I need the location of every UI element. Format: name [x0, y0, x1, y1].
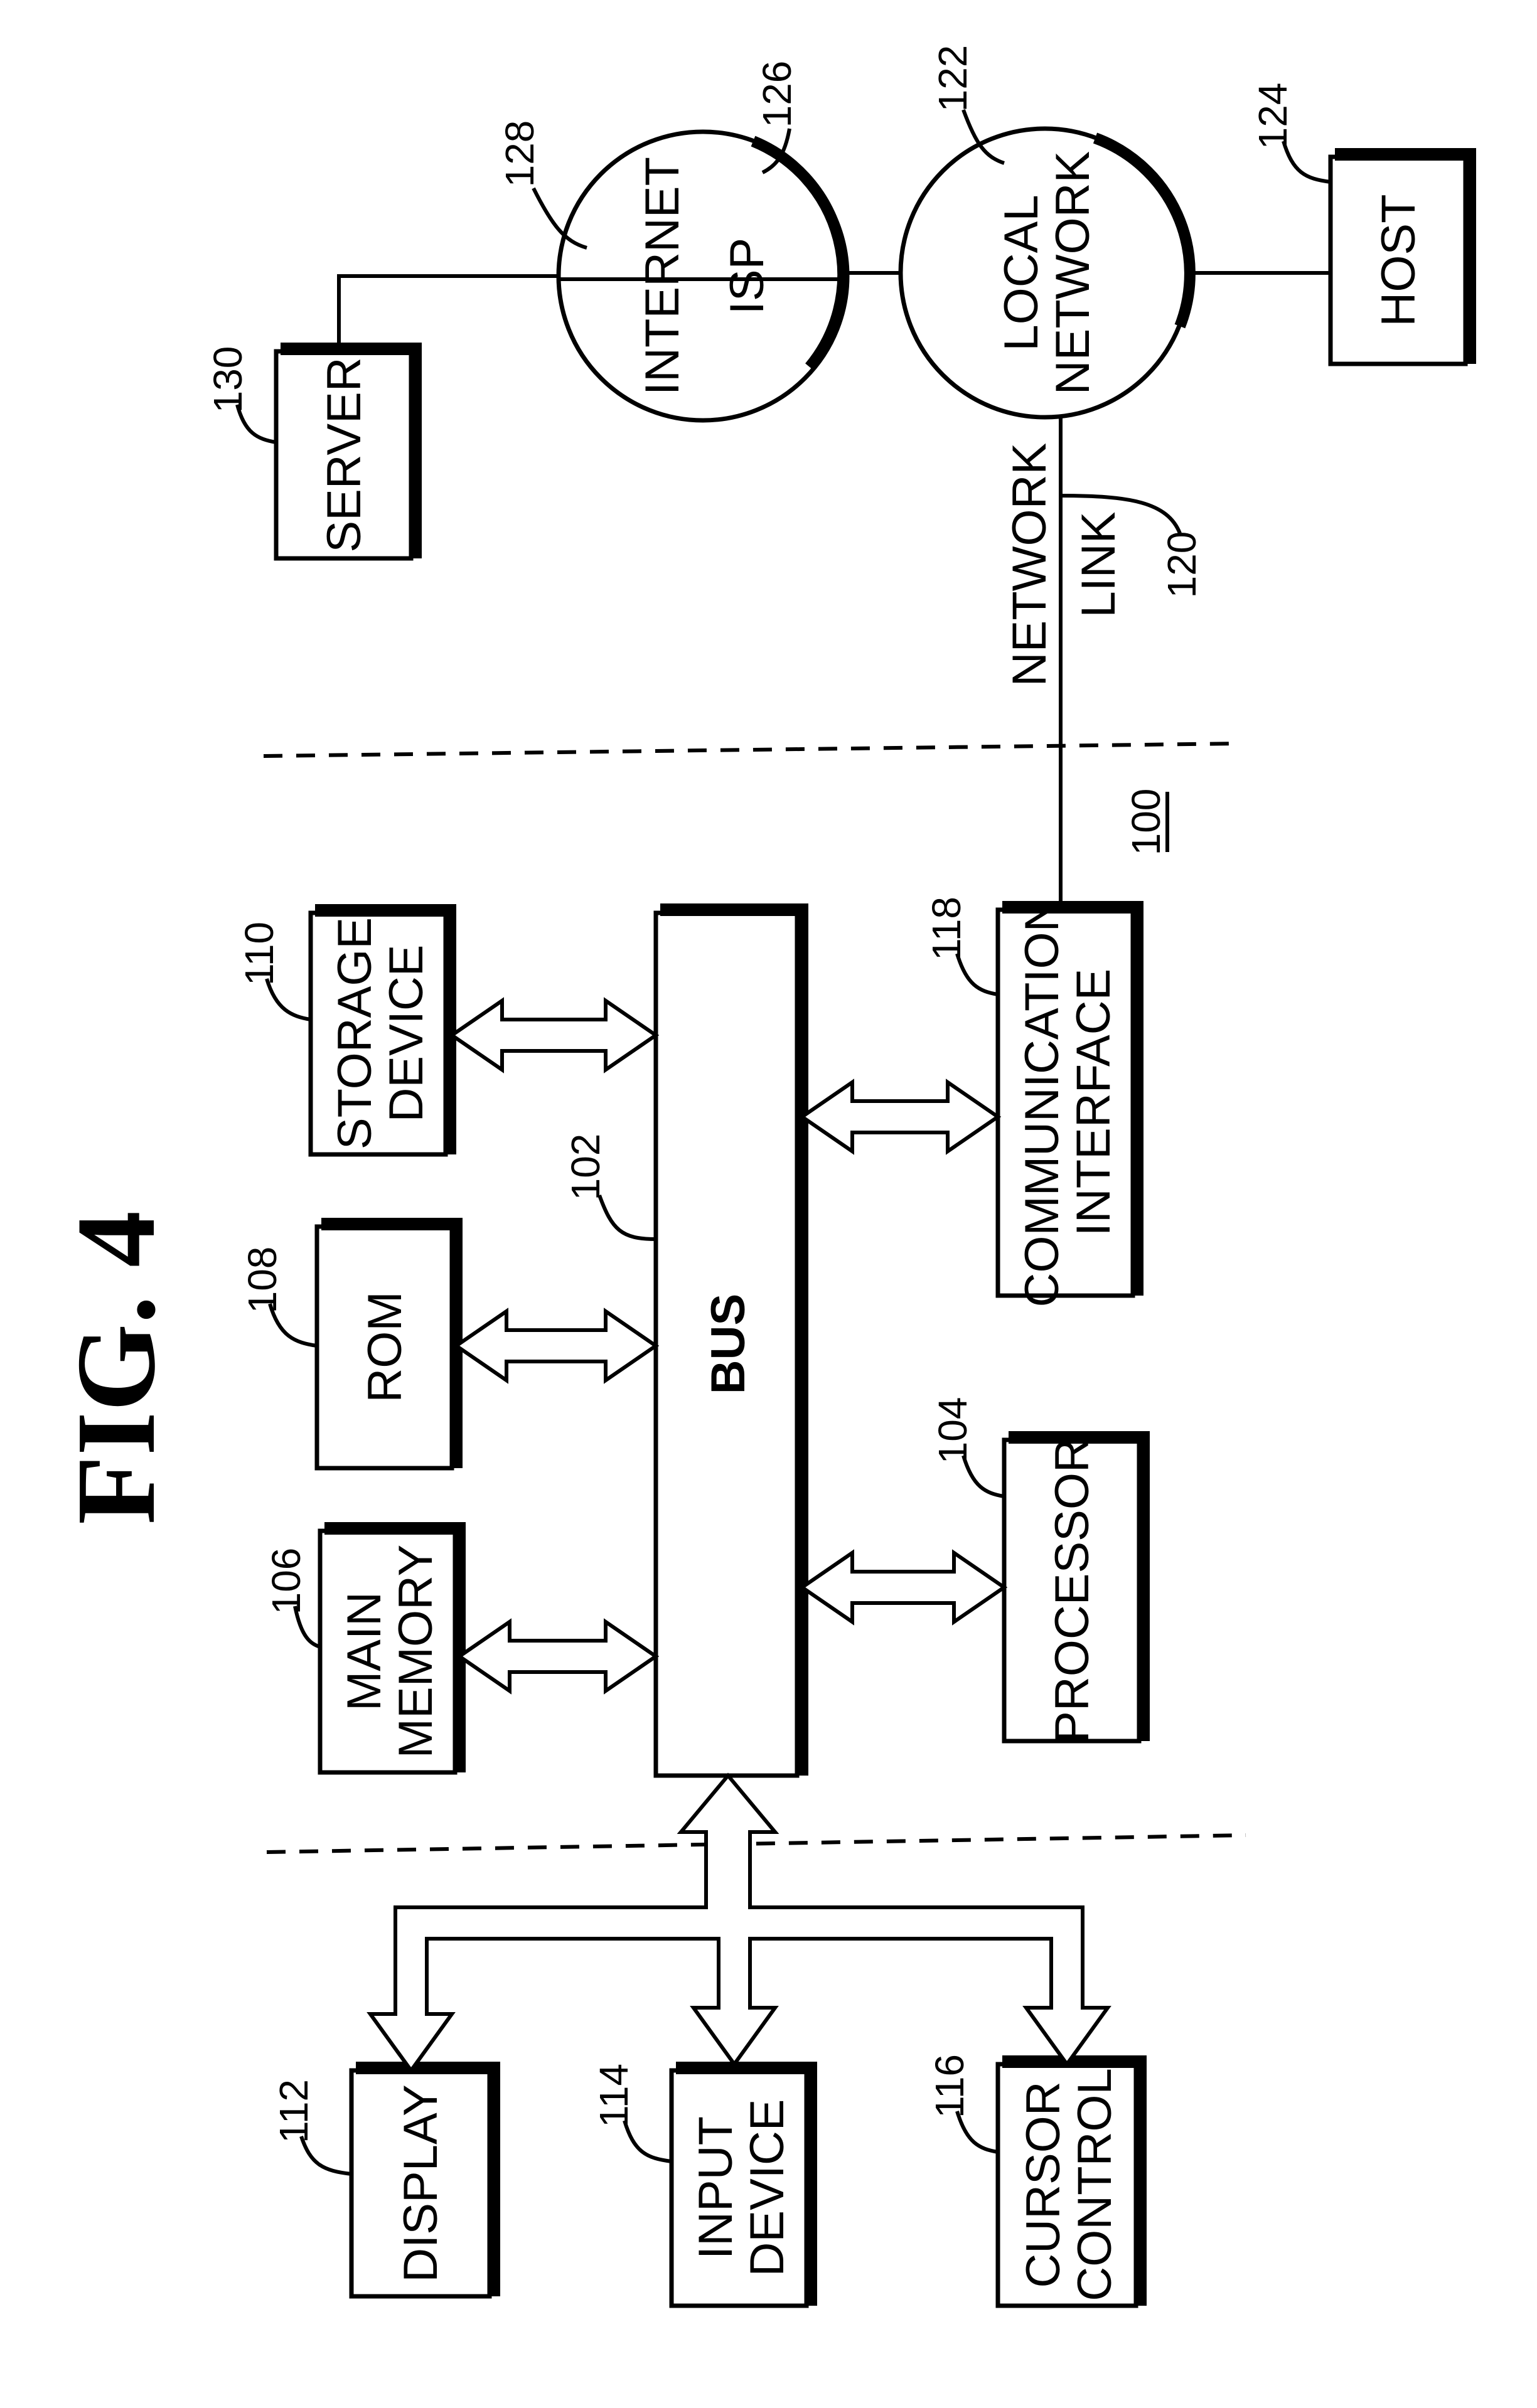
input-device-ref: 114: [591, 2064, 636, 2128]
main-memory-ref: 106: [264, 1548, 309, 1615]
cursor-control-label-2: CONTROL: [1068, 2068, 1122, 2301]
server-internet-link: [339, 276, 559, 351]
host-block: HOST 124: [1250, 83, 1470, 364]
main-memory-bus-arrow: [459, 1622, 656, 1691]
rom-block: ROM 108: [240, 1224, 456, 1468]
system-ref: 100: [1123, 789, 1169, 856]
input-device-block: INPUT DEVICE 114: [591, 2064, 811, 2306]
local-network-ref: 122: [930, 45, 975, 112]
host-label: HOST: [1372, 194, 1425, 326]
communication-interface-label-1: COMMUNICATION: [1015, 898, 1069, 1308]
storage-device-ref: 110: [237, 922, 282, 986]
input-device-label-2: DEVICE: [741, 2099, 794, 2277]
bus-communication-arrow: [802, 1082, 998, 1151]
storage-device-label-2: DEVICE: [380, 945, 433, 1122]
host-ref: 124: [1250, 83, 1295, 150]
display-ref: 112: [271, 2079, 316, 2143]
display-block: DISPLAY 112: [271, 2068, 494, 2296]
main-memory-label-1: MAIN: [338, 1592, 391, 1711]
communication-interface-block: COMMUNICATION INTERFACE 118 100: [924, 789, 1169, 1308]
bus-label: BUS: [702, 1294, 755, 1394]
rom-label: ROM: [358, 1291, 412, 1402]
cursor-control-ref: 116: [927, 2054, 972, 2118]
isp-label: ISP: [720, 238, 774, 315]
storage-device-label-1: STORAGE: [328, 917, 382, 1149]
local-network-label-1: LOCAL: [995, 194, 1048, 351]
local-network-label-2: NETWORK: [1046, 151, 1100, 395]
network-link-ref: 120: [1159, 531, 1204, 599]
storage-device-block: STORAGE DEVICE 110: [237, 910, 450, 1154]
bus-ref: 102: [563, 1134, 608, 1201]
bus-processor-arrow: [802, 1553, 1004, 1622]
display-label: DISPLAY: [394, 2084, 447, 2282]
isp-ref: 126: [754, 61, 800, 128]
communication-interface-label-2: INTERFACE: [1067, 969, 1120, 1237]
communication-interface-ref: 118: [924, 897, 969, 961]
server-label: SERVER: [318, 357, 371, 552]
main-memory-label-2: MEMORY: [389, 1545, 442, 1759]
separator-dashed-left: [267, 1835, 1246, 1852]
internet-isp-circle: INTERNET ISP 128 126: [497, 61, 847, 420]
processor-label: PROCESSOR: [1046, 1438, 1099, 1743]
local-network-circle: LOCAL NETWORK 122: [901, 45, 1190, 417]
separator-dashed-right: [264, 743, 1240, 756]
server-block: SERVER 130: [205, 346, 415, 558]
network-link-label-2: LINK: [1072, 512, 1125, 618]
server-ref: 130: [205, 346, 250, 413]
main-memory-block: MAIN MEMORY 106: [264, 1528, 459, 1772]
rom-ref: 108: [240, 1247, 285, 1314]
cursor-control-label-1: CURSOR: [1017, 2081, 1070, 2288]
input-device-label-1: INPUT: [689, 2116, 742, 2259]
cursor-control-block: CURSOR CONTROL 116: [927, 2054, 1140, 2306]
internet-ref: 128: [497, 120, 542, 188]
internet-label: INTERNET: [636, 157, 689, 395]
rom-bus-arrow: [456, 1311, 656, 1380]
io-bus-tree-arrow: [370, 1776, 1108, 2070]
storage-bus-arrow: [452, 1001, 656, 1070]
processor-ref: 104: [930, 1397, 975, 1464]
figure-title: FIG. 4: [53, 1211, 178, 1525]
network-link-label-1: NETWORK: [1003, 443, 1056, 686]
